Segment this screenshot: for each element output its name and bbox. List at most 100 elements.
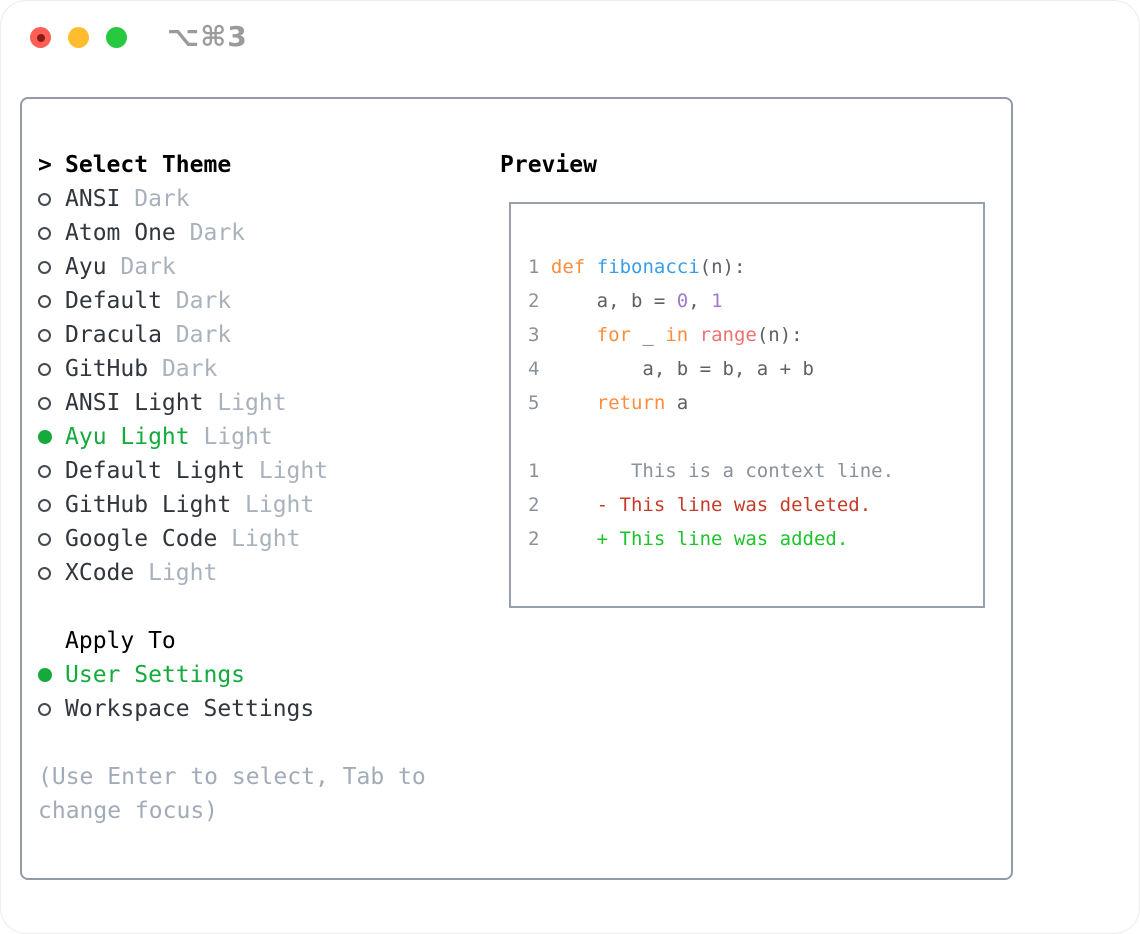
theme-option-ansi-light[interactable]: ANSI Light Light <box>38 386 450 420</box>
theme-option-label: Dracula <box>65 322 162 348</box>
radio-selected-icon <box>38 668 65 682</box>
radio-icon <box>38 260 65 274</box>
radio-icon <box>38 226 65 240</box>
theme-option-xcode[interactable]: XCode Light <box>38 556 450 590</box>
code-line: 2 a, b = 0, 1 <box>528 284 894 318</box>
theme-variant-label: Light <box>245 458 329 484</box>
theme-option-default-light[interactable]: Default Light Light <box>38 454 450 488</box>
apply-option-label: User Settings <box>65 662 246 688</box>
code-line <box>528 420 894 454</box>
theme-variant-label: Dark <box>106 254 176 280</box>
theme-option-default[interactable]: Default Dark <box>38 284 450 318</box>
code-token-deleted: - This line was deleted. <box>539 494 872 516</box>
cursor-caret-icon: > <box>38 152 52 178</box>
code-line: 4 a, b = b, a + b <box>528 352 894 386</box>
line-number: 2 <box>528 290 540 312</box>
code-token-keyword: def <box>550 256 586 278</box>
code-line: 1 def fibonacci(n): <box>528 250 894 284</box>
preview-title: Preview <box>500 152 597 178</box>
spacer <box>38 726 450 760</box>
radio-icon <box>38 464 65 478</box>
hint-text: (Use Enter to select, Tab to change focu… <box>38 764 426 824</box>
theme-variant-label: Dark <box>120 186 190 212</box>
line-number: 1 <box>528 256 540 278</box>
code-token-plain: (n): <box>699 256 746 278</box>
radio-icon <box>38 532 65 546</box>
code-token-context: This is a context line. <box>539 460 895 482</box>
theme-option-dracula[interactable]: Dracula Dark <box>38 318 450 352</box>
code-line: 2 + This line was added. <box>528 522 894 556</box>
line-number: 1 <box>528 460 540 482</box>
line-number <box>528 426 539 448</box>
code-token-number: 1 <box>711 290 723 312</box>
apply-to-title: Apply To <box>65 628 176 654</box>
line-number: 5 <box>528 392 540 414</box>
theme-option-label: Ayu <box>65 254 107 280</box>
theme-variant-label: Light <box>217 526 301 552</box>
code-line: 3 for _ in range(n): <box>528 318 894 352</box>
radio-selected-icon <box>38 430 65 444</box>
radio-icon <box>38 328 65 342</box>
code-line: 1 This is a context line. <box>528 454 894 488</box>
code-token-builtin: range <box>699 324 757 346</box>
line-number: 2 <box>528 528 540 550</box>
theme-option-label: ANSI <box>65 186 121 212</box>
theme-option-label: Atom One <box>65 220 176 246</box>
radio-icon <box>38 362 65 376</box>
theme-variant-label: Dark <box>161 322 232 348</box>
code-token-plain <box>688 324 699 346</box>
code-token-keyword: in <box>665 324 689 346</box>
theme-option-label: Google Code <box>65 526 218 552</box>
theme-option-atom-one[interactable]: Atom One Dark <box>38 216 450 250</box>
code-token-plain <box>539 324 596 346</box>
radio-icon <box>38 702 65 716</box>
code-token-function: fibonacci <box>596 256 700 278</box>
select-theme-header: > Select Theme <box>38 148 450 182</box>
window-title: ⌥⌘3 <box>167 20 248 53</box>
select-theme-title: Select Theme <box>65 152 232 178</box>
radio-icon <box>38 498 65 512</box>
theme-option-label: Default Light <box>65 458 246 484</box>
theme-option-label: XCode <box>65 560 135 586</box>
code-token-plain <box>585 256 596 278</box>
code-token-plain: _ <box>630 324 666 346</box>
theme-option-label: Default <box>65 288 162 314</box>
theme-variant-label: Dark <box>148 356 218 382</box>
theme-variant-label: Light <box>134 560 218 586</box>
radio-icon <box>38 396 65 410</box>
theme-variant-label: Light <box>189 424 273 450</box>
theme-option-ayu-light[interactable]: Ayu Light Light <box>38 420 450 454</box>
code-token-keyword: for <box>596 324 631 346</box>
theme-option-github-light[interactable]: GitHub Light Light <box>38 488 450 522</box>
apply-option-user-settings[interactable]: User Settings <box>38 658 450 692</box>
apply-option-workspace-settings[interactable]: Workspace Settings <box>38 692 450 726</box>
theme-option-ayu[interactable]: Ayu Dark <box>38 250 450 284</box>
radio-icon <box>38 294 65 308</box>
line-number: 4 <box>528 358 540 380</box>
apply-to-header: Apply To <box>38 624 450 658</box>
theme-variant-label: Light <box>231 492 315 518</box>
zoom-button[interactable] <box>106 27 127 48</box>
code-token-number: 0 <box>676 290 689 312</box>
apply-option-label: Workspace Settings <box>65 696 315 722</box>
theme-option-google-code[interactable]: Google Code Light <box>38 522 450 556</box>
theme-option-label: GitHub Light <box>65 492 232 518</box>
theme-option-label: ANSI Light <box>65 390 204 416</box>
line-number: 2 <box>528 494 540 516</box>
code-token-keyword: return <box>596 392 666 414</box>
code-token-plain: , <box>688 290 712 312</box>
theme-variant-label: Light <box>203 390 287 416</box>
theme-option-github[interactable]: GitHub Dark <box>38 352 450 386</box>
theme-option-ansi[interactable]: ANSI Dark <box>38 182 450 216</box>
close-button[interactable] <box>30 27 51 48</box>
minimize-button[interactable] <box>68 27 89 48</box>
theme-option-label: GitHub <box>65 356 149 382</box>
code-token-plain <box>539 256 550 278</box>
code-line: 2 - This line was deleted. <box>528 488 894 522</box>
